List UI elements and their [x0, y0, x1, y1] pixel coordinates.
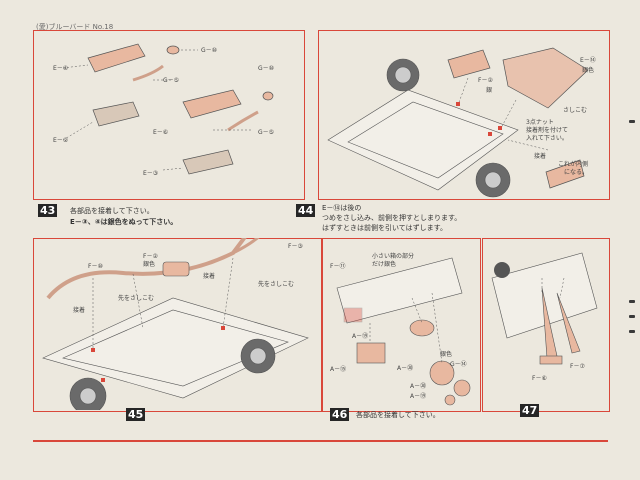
label-f11: F－⑪ [330, 262, 345, 270]
label-f6: F－⑥ [532, 375, 547, 382]
label-a19-b: A－⑲ [410, 392, 426, 400]
step-44-caption-2: つめをさし込み、前側を押すとしまります。 [322, 214, 462, 222]
label-e14: E－⑭ [580, 56, 596, 64]
label-glue-44: 接着 [534, 152, 546, 160]
label-small-box: 小さい箱の部分 [372, 252, 414, 260]
label-insert-44: さしこむ [563, 107, 587, 114]
binding-ring [629, 330, 635, 333]
page-header: (愛)ブルーバード No.18 [36, 23, 114, 31]
label-f3: F－③ [288, 243, 303, 250]
step-47-number: 47 [520, 404, 540, 417]
step-44-caption-3: はずすときは前側を引いてはずします。 [322, 224, 447, 232]
label-inside-2: になる。 [564, 169, 588, 176]
step-43-caption-1: 各部品を接着して下さい。 [70, 207, 154, 215]
step-45-drawing: F－⑩ 銀色 F－② F－③ 接着 接着 先をさしこむ 先をさしこむ [42, 238, 309, 410]
label-a15: A－⑮ [330, 365, 346, 373]
step-44-panel [318, 30, 610, 200]
label-g10-a: G－⑩ [201, 47, 217, 54]
step-44-number: 44 [296, 204, 316, 217]
label-a20-a: A－⑳ [397, 364, 413, 372]
label-f7: F－⑦ [570, 363, 585, 370]
binding-ring [629, 300, 635, 303]
label-apply-glue: 接着剤を付けて [526, 126, 568, 134]
step-43-drawing: E－④ E－② E－⑥ E－③ G－⑩ G－⑤ G－⑩ G－⑤ [53, 43, 274, 177]
step-46-panel [322, 238, 481, 412]
binding-ring [629, 120, 635, 123]
step-46-caption-1: 各部品を接着して下さい。 [356, 411, 440, 419]
label-insert-please: 入れて下さい。 [526, 135, 568, 142]
label-f2-45: F－② [143, 253, 158, 260]
step-43-panel [33, 30, 305, 200]
label-a20-b: A－⑳ [410, 382, 426, 390]
step-47-panel [482, 238, 610, 412]
label-g5-b: G－⑤ [258, 129, 274, 136]
label-g10-b: G－⑩ [258, 65, 274, 72]
label-e2: E－② [53, 137, 69, 144]
label-silver-short: 銀 [486, 86, 492, 94]
label-inside-1: これが内側 [558, 160, 588, 168]
label-insert-45b: 先をさしこむ [258, 280, 294, 288]
step-44-drawing: E－⑭ 銀色 F－② 銀 さしこむ 3点ナット 接着剤を付けて 入れて下さい。 … [327, 47, 596, 198]
step-46-number: 46 [330, 408, 350, 421]
label-e3: E－③ [143, 170, 158, 177]
label-glue-45b: 接着 [203, 272, 215, 280]
step-44-caption-1: E－⑭は後の [322, 204, 362, 212]
step-45-panel [33, 238, 322, 412]
label-silver-45: 銀色 [143, 260, 155, 268]
step-43-number: 43 [38, 204, 58, 217]
label-f2: F－② [478, 77, 493, 84]
binding-ring [629, 315, 635, 318]
label-g14: G－⑭ [450, 360, 467, 368]
step-47-drawing: F－⑥ F－⑦ [491, 252, 598, 382]
label-silver-46: 銀色 [440, 350, 452, 358]
label-a19-a: A－⑲ [352, 332, 368, 340]
label-only-silver: だけ銀色 [372, 260, 396, 268]
label-silver-44: 銀色 [582, 66, 594, 74]
label-insert-45a: 先をさしこむ [118, 294, 154, 302]
step-46-drawing: F－⑪ 小さい箱の部分 だけ銀色 A－⑮ A－⑲ A－⑳ G－⑭ 銀色 A－⑳ … [330, 252, 471, 406]
step-43-caption-2: E－③、④は銀色をぬって下さい。 [70, 218, 178, 226]
label-e4-b: E－⑥ [153, 129, 168, 136]
label-g5-a: G－⑤ [163, 77, 179, 84]
label-e4-a: E－④ [53, 65, 68, 72]
bottom-rule [33, 440, 608, 442]
label-3pt-nut: 3点ナット [526, 118, 554, 126]
label-f10: F－⑩ [88, 263, 103, 270]
step-45-number: 45 [126, 408, 146, 421]
label-glue-45a: 接着 [73, 306, 85, 314]
